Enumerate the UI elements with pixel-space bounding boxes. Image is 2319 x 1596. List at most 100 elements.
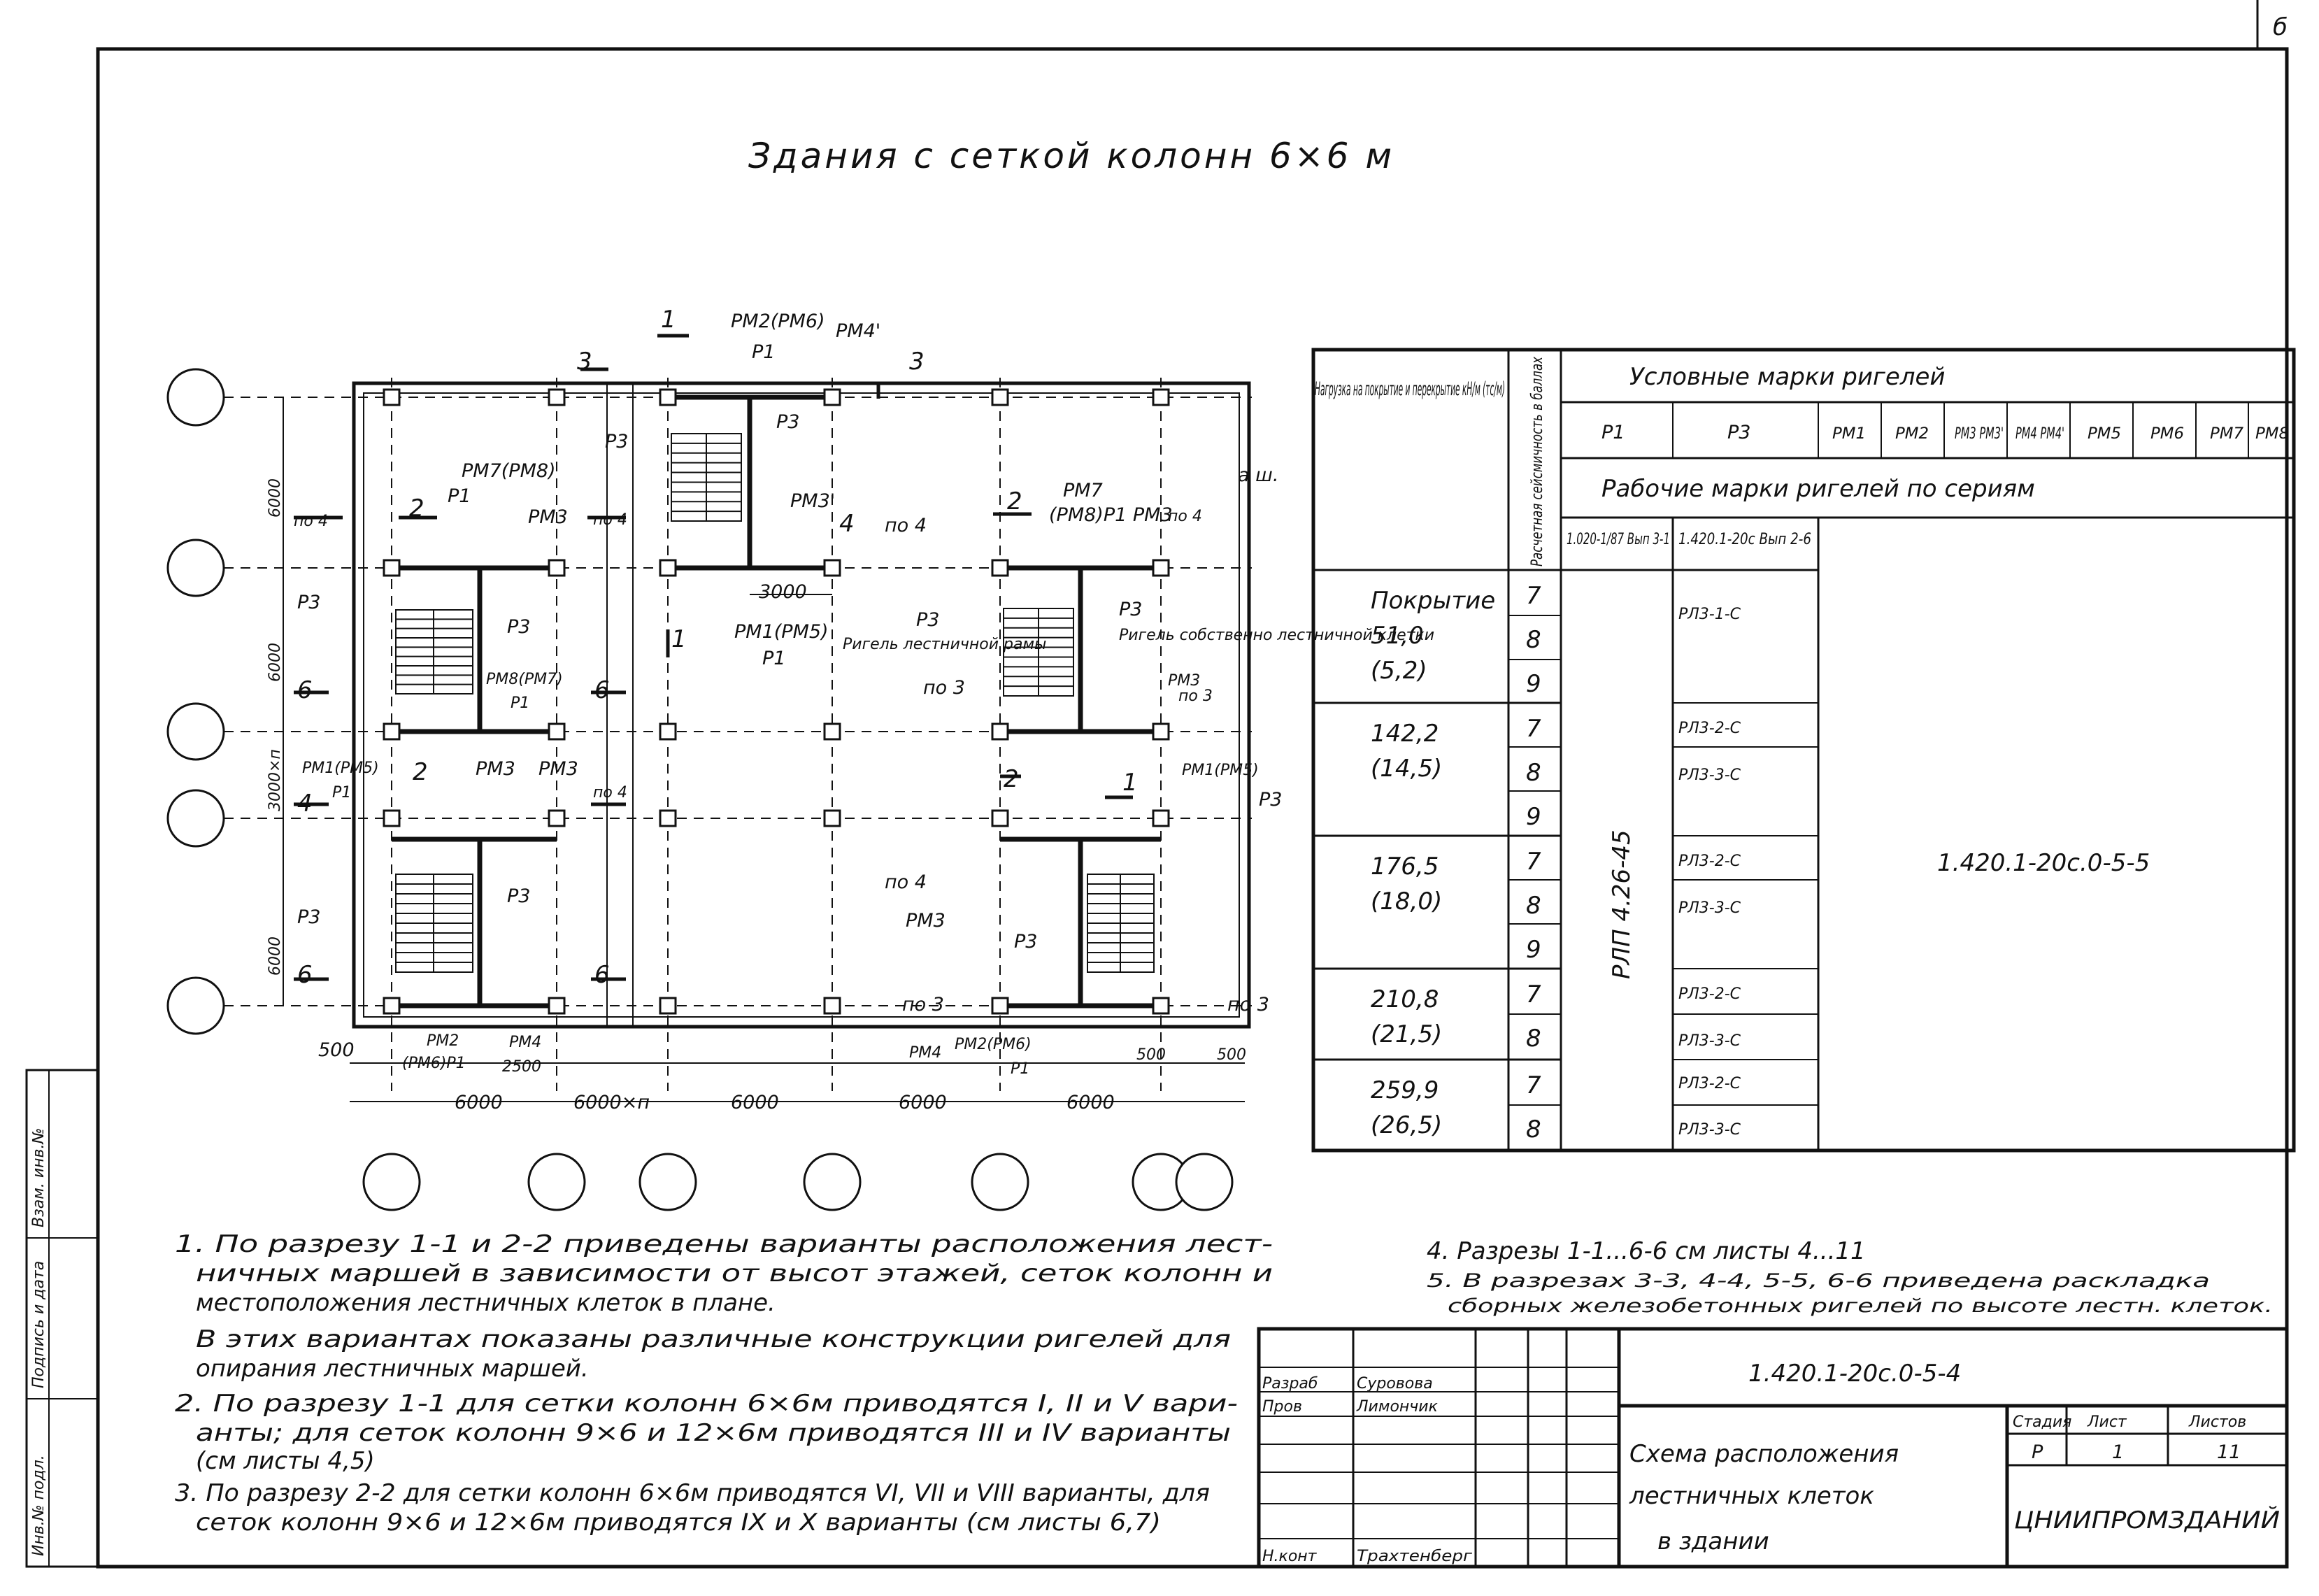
label-rm3-prime: РМ3' bbox=[790, 490, 835, 512]
axis-bubble-col bbox=[971, 1153, 1029, 1211]
column bbox=[548, 559, 566, 577]
side-stamp-sign: Подпись и дата bbox=[30, 1261, 48, 1388]
cond-mark-cell: Р1 bbox=[1601, 422, 1625, 443]
column bbox=[991, 997, 1009, 1015]
label-rigel-stair-frame: Ригель лестничной рамы bbox=[843, 636, 1046, 653]
note-1-line-2: ничных маршей в зависимости от высот эта… bbox=[196, 1260, 1273, 1288]
note-1-line-3: местоположения лестничных клеток в плане… bbox=[196, 1289, 776, 1317]
table-seis-value: 7 bbox=[1526, 981, 1541, 1009]
label-rm3-e: РМ3 bbox=[1168, 672, 1200, 690]
section-2-c: 2 bbox=[413, 758, 428, 786]
dim-v-6000-a: 6000 bbox=[266, 478, 284, 518]
axis-bubble-row bbox=[166, 368, 225, 427]
section-2-a: 2 bbox=[409, 494, 424, 522]
label-p3-j: Р3 bbox=[1014, 931, 1037, 953]
note-2-line-3: (см листы 4,5) bbox=[196, 1447, 375, 1475]
column bbox=[383, 559, 401, 577]
label-po4-a: по 4 bbox=[885, 871, 927, 893]
table-cond-header: Условные марки ригелей bbox=[1629, 363, 1946, 391]
label-p3-a: Р3 bbox=[605, 431, 628, 453]
stamp-role-check: Пров bbox=[1262, 1398, 1302, 1416]
column bbox=[823, 388, 841, 406]
label-rm4-bot: РМ4 bbox=[509, 1034, 541, 1051]
table-seis-value: 8 bbox=[1526, 1025, 1541, 1053]
table-seis-value: 8 bbox=[1526, 892, 1541, 920]
column bbox=[991, 559, 1009, 577]
column bbox=[659, 388, 677, 406]
note-1-line-4: В этих вариантах показаны различные конс… bbox=[196, 1325, 1231, 1353]
series-2: 1.420.1-20с Вып 2-6 bbox=[1678, 531, 1811, 548]
note-2-line-1: 2. По разрезу 1-1 для сетки колонн 6×6м … bbox=[175, 1390, 1238, 1418]
stamp-role-nkont: Н.конт bbox=[1262, 1548, 1318, 1565]
label-rm2-rm6-top: РМ2(РМ6) bbox=[731, 311, 825, 332]
axis-markers bbox=[166, 368, 1234, 1211]
label-po3-c: по 3 bbox=[902, 994, 944, 1016]
table-mark-value: РЛ3-2-С bbox=[1678, 985, 1741, 1003]
sheet-frame: б bbox=[96, 0, 2289, 1569]
stamp-sheets-header: Листов bbox=[2188, 1413, 2246, 1431]
label-p1-c: Р1 bbox=[511, 694, 529, 712]
label-p3-i: Р3 bbox=[507, 885, 530, 907]
label-p3-d: Р3 bbox=[507, 616, 530, 638]
column bbox=[823, 809, 841, 827]
label-p3-b: Р3 bbox=[776, 411, 799, 433]
section-4-a: 4 bbox=[839, 510, 855, 538]
label-p1-d: Р1 bbox=[332, 784, 351, 801]
rigel-marks-table: Нагрузка на покрытие и перекрытие кН/м (… bbox=[1311, 348, 2296, 1153]
label-po4-d: по 4 bbox=[593, 784, 627, 801]
sheet-corner-mark: б bbox=[2273, 13, 2288, 41]
dim-6000-b: 6000 bbox=[731, 1092, 779, 1113]
dim-500-r1: 500 bbox=[1136, 1046, 1166, 1064]
stamp-sheets: 11 bbox=[2217, 1441, 2241, 1463]
section-4-b: 4 bbox=[297, 790, 313, 818]
stair-treads bbox=[396, 442, 1154, 963]
column bbox=[659, 559, 677, 577]
axis-bubble-row bbox=[166, 789, 225, 848]
side-stamp-replace: Взам. инв.№ bbox=[30, 1128, 48, 1227]
column bbox=[823, 997, 841, 1015]
label-a-sh: а ш. bbox=[1238, 464, 1278, 486]
column bbox=[1152, 559, 1170, 577]
stamp-sheet: 1 bbox=[2112, 1441, 2124, 1463]
series-vertical-value: РЛП 4.26-45 bbox=[1608, 829, 1636, 979]
label-rm3-d: РМ3 bbox=[906, 910, 946, 932]
label-po4-left: по 4 bbox=[294, 513, 328, 530]
label-po4-c: по 4 bbox=[885, 515, 927, 536]
table-seis-header: Расчетная сейсмичность в баллах bbox=[1529, 356, 1546, 567]
column bbox=[659, 809, 677, 827]
label-rm4-bot2: РМ4 bbox=[909, 1044, 941, 1062]
label-rm1-rm5-b: РМ1(РМ5) bbox=[302, 760, 379, 777]
table-seis-value: 9 bbox=[1526, 670, 1541, 698]
stamp-name-check: Лимончик bbox=[1356, 1398, 1439, 1416]
table-load-value: 51,0 bbox=[1371, 622, 1424, 650]
title-block: Разраб Суровова Пров Лимончик Н.конт Тра… bbox=[1257, 1327, 2289, 1569]
columns bbox=[383, 388, 1170, 1015]
dim-500-r2: 500 bbox=[1217, 1046, 1246, 1064]
cond-mark-cell: РМ3 РМ3' bbox=[1955, 425, 2004, 443]
column bbox=[659, 722, 677, 741]
beams bbox=[392, 394, 1161, 1009]
dim-6000-a: 6000 bbox=[455, 1092, 503, 1113]
section-1-b: 1 bbox=[1122, 769, 1138, 797]
column bbox=[1152, 388, 1170, 406]
section-marks bbox=[294, 334, 1133, 981]
table-seis-value: 8 bbox=[1526, 759, 1541, 787]
label-p3-h: Р3 bbox=[297, 906, 320, 928]
stamp-organization: ЦНИИПРОМЗДАНИЙ bbox=[2014, 1506, 2280, 1534]
column bbox=[991, 388, 1009, 406]
label-rm3-a: РМ3 bbox=[528, 506, 568, 528]
table-seis-value: 9 bbox=[1526, 803, 1541, 831]
label-rm3-c: РМ3 bbox=[538, 758, 578, 780]
section-6-c: 6 bbox=[297, 961, 313, 989]
table-seis-value: 7 bbox=[1526, 582, 1541, 610]
column bbox=[548, 388, 566, 406]
note-5-line-2: сборных железобетонных ригелей по высоте… bbox=[1448, 1295, 2273, 1317]
label-rm1-rm5-a: РМ1(РМ5) bbox=[734, 621, 829, 643]
building-plan: РМ2(РМ6) РМ4' Р1 1 3 3 Р3 Р3 РМ7(РМ8) Р1… bbox=[166, 306, 1434, 1211]
section-6-d: 6 bbox=[594, 961, 610, 989]
cond-mark-cell: РМ5 bbox=[2088, 425, 2121, 443]
dimension-lines bbox=[283, 397, 1245, 1102]
axis-bubble-row bbox=[166, 976, 225, 1035]
